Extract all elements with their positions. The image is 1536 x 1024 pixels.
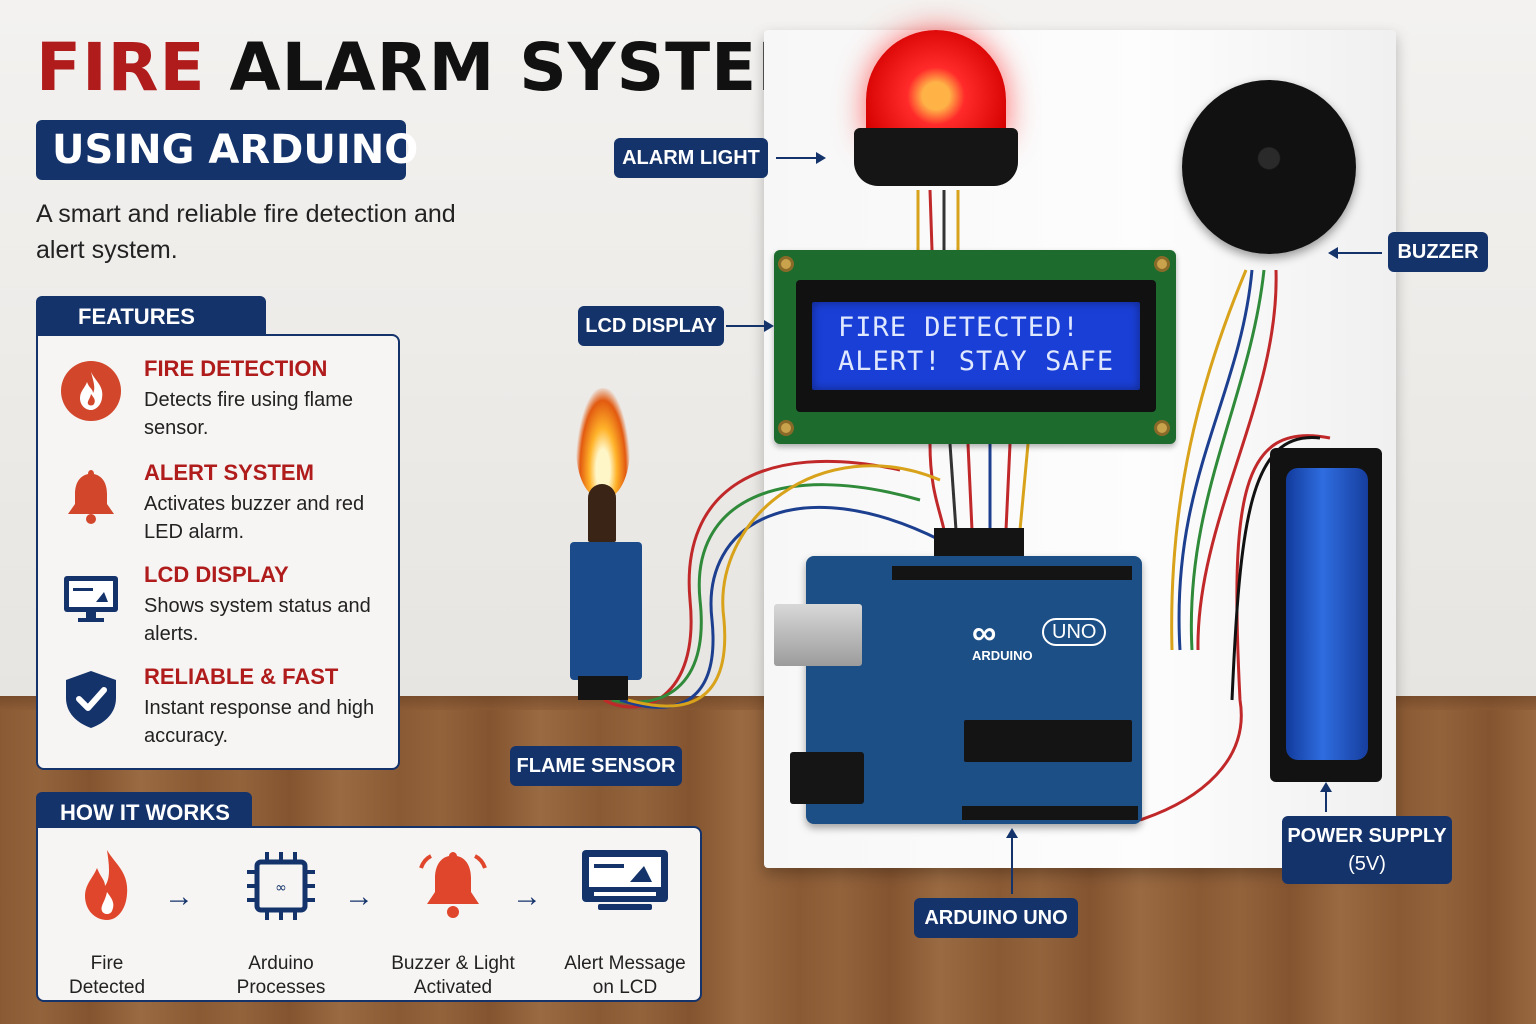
power-supply-voltage: (5V) bbox=[1348, 853, 1386, 875]
uno-badge: UNO bbox=[1042, 618, 1107, 646]
svg-text:∞: ∞ bbox=[275, 880, 287, 896]
shield-check-icon bbox=[66, 671, 116, 728]
subtitle-badge: USING ARDUINO bbox=[36, 120, 418, 180]
page-title: FIRE ALARM SYSTEM bbox=[36, 28, 824, 108]
usb-port bbox=[774, 604, 862, 666]
arrow-up-icon bbox=[1006, 828, 1018, 894]
how-it-works-tab: HOW IT WORKS bbox=[36, 792, 252, 834]
infinity-icon: ∞ bbox=[972, 614, 996, 652]
mount-hole bbox=[1154, 256, 1170, 272]
battery-cell bbox=[1286, 468, 1368, 760]
flame-icon bbox=[61, 361, 121, 421]
flame-icon bbox=[85, 850, 128, 920]
arrow-right-icon: → bbox=[164, 880, 194, 913]
arrow-up-icon bbox=[1320, 782, 1332, 812]
features-heading: FEATURES bbox=[78, 304, 195, 329]
mount-hole bbox=[778, 256, 794, 272]
label-power-supply: POWER SUPPLY (5V) bbox=[1282, 816, 1452, 884]
arrow-left-icon bbox=[1328, 247, 1382, 259]
features-panel: FIRE DETECTION Detects fire using flame … bbox=[36, 334, 400, 770]
chip-icon: ∞ bbox=[247, 852, 315, 920]
title-rest: ALARM SYSTEM bbox=[229, 29, 824, 106]
arrow-right-icon: → bbox=[344, 880, 374, 913]
buzzer-device bbox=[1182, 80, 1356, 254]
arrow-right-icon bbox=[776, 152, 826, 164]
feature-item: RELIABLE & FAST Instant response and hig… bbox=[60, 664, 390, 760]
dc-jack bbox=[790, 752, 864, 804]
how-it-works-heading: HOW IT WORKS bbox=[60, 800, 230, 825]
tagline: A smart and reliable fire detection and … bbox=[36, 200, 456, 264]
subtitle-text: USING ARDUINO bbox=[52, 127, 419, 173]
pin-header bbox=[934, 528, 1024, 556]
sensor-pins bbox=[578, 676, 628, 700]
lcd-line-1: FIRE DETECTED! bbox=[838, 312, 1080, 343]
lcd-screen: FIRE DETECTED! ALERT! STAY SAFE bbox=[812, 302, 1140, 390]
mount-hole bbox=[1154, 420, 1170, 436]
mount-hole bbox=[778, 420, 794, 436]
flame-sensor-module bbox=[570, 542, 642, 680]
feature-desc: Detects fire using flame sensor. bbox=[144, 389, 353, 439]
label-lcd-display: LCD DISPLAY bbox=[578, 306, 724, 346]
label-arduino-uno: ARDUINO UNO bbox=[914, 898, 1078, 938]
feature-title: ALERT SYSTEM bbox=[144, 460, 314, 485]
feature-desc: Activates buzzer and red LED alarm. bbox=[144, 493, 365, 543]
label-alarm-light: ALARM LIGHT bbox=[614, 138, 768, 178]
feature-desc: Shows system status and alerts. bbox=[144, 595, 371, 645]
label-buzzer: BUZZER bbox=[1388, 232, 1488, 272]
arduino-brand: ARDUINO bbox=[972, 648, 1033, 663]
monitor-icon bbox=[582, 850, 668, 910]
feature-title: LCD DISPLAY bbox=[144, 562, 289, 587]
alarm-light-dome bbox=[866, 30, 1006, 140]
label-flame-sensor: FLAME SENSOR bbox=[510, 746, 682, 786]
digital-header bbox=[892, 566, 1132, 580]
monitor-icon bbox=[64, 576, 118, 622]
lcd-line-2: ALERT! STAY SAFE bbox=[838, 346, 1115, 377]
alarm-light-base bbox=[854, 128, 1018, 186]
feature-desc: Instant response and high accuracy. bbox=[144, 697, 375, 747]
arrow-right-icon bbox=[726, 320, 774, 332]
feature-item: ALERT SYSTEM Activates buzzer and red LE… bbox=[60, 460, 390, 556]
analog-header bbox=[962, 806, 1138, 820]
bell-icon bbox=[419, 852, 487, 918]
power-supply-title: POWER SUPPLY bbox=[1287, 825, 1447, 847]
ir-sensor-led bbox=[588, 484, 616, 542]
microcontroller-chip bbox=[964, 720, 1132, 762]
features-tab: FEATURES bbox=[36, 296, 266, 338]
feature-title: RELIABLE & FAST bbox=[144, 664, 339, 689]
feature-item: FIRE DETECTION Detects fire using flame … bbox=[60, 356, 390, 452]
candle-flame bbox=[576, 388, 630, 498]
title-fire-word: FIRE bbox=[36, 29, 206, 106]
bell-icon bbox=[68, 470, 114, 524]
arrow-right-icon: → bbox=[512, 880, 542, 913]
arduino-logo: ∞ ARDUINO bbox=[972, 614, 1033, 663]
feature-item: LCD DISPLAY Shows system status and aler… bbox=[60, 562, 390, 658]
feature-title: FIRE DETECTION bbox=[144, 356, 328, 381]
